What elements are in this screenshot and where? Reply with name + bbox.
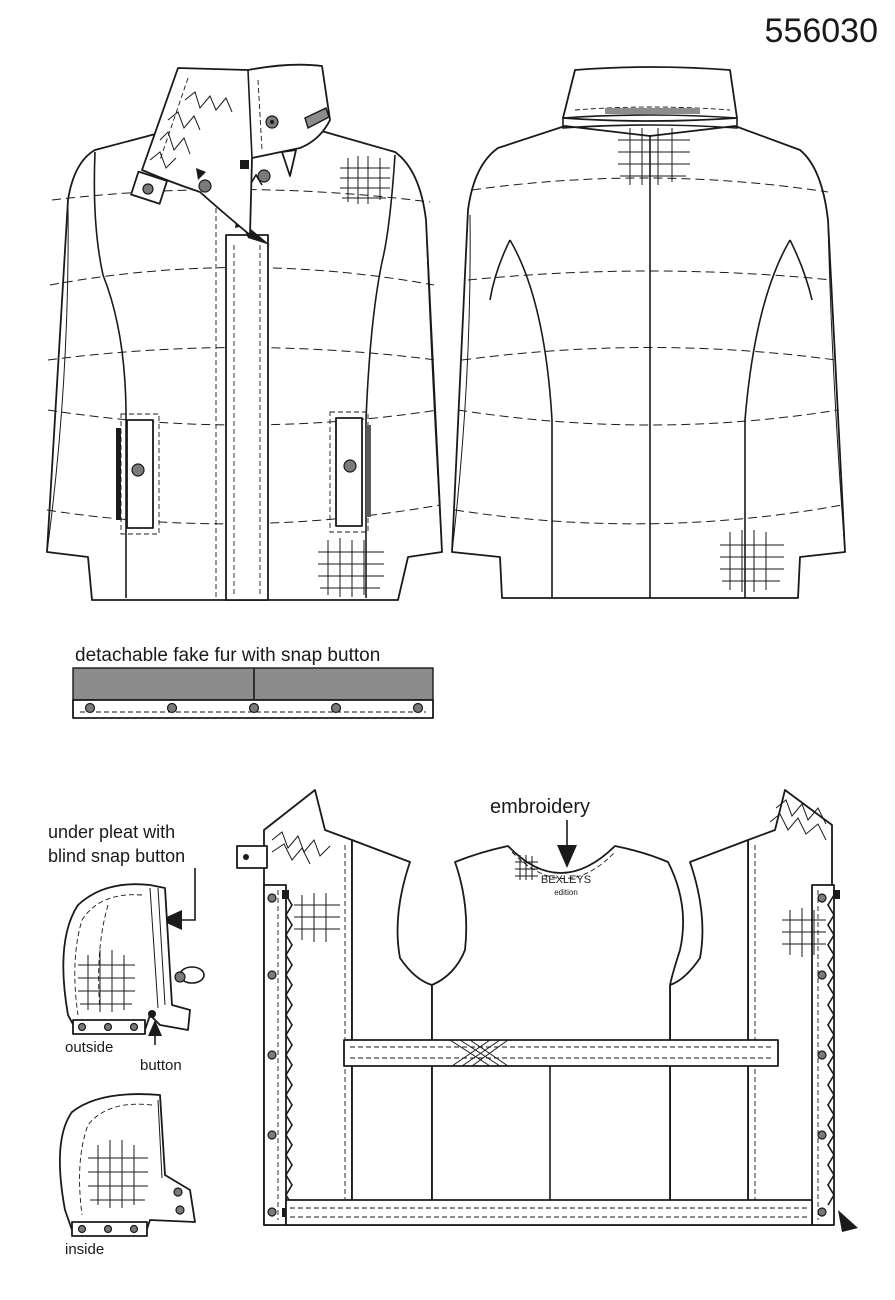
jacket-front-view [46,63,443,601]
pleat-label-line1: under pleat with [48,822,175,842]
embroidery-label: embroidery [490,796,590,818]
jacket-back-view [451,66,846,599]
hood-outside-label: outside [65,1039,113,1056]
hood-button-label: button [140,1057,182,1074]
badge-brand: BEXLEYS [541,874,591,886]
fur-label: detachable fake fur with snap button [75,645,380,666]
pleat-label-line2: blind snap button [48,846,185,866]
jacket-inside-view: BEXLEYS edition [236,789,858,1232]
hood-inside-diagram [59,1093,196,1237]
style-number: 556030 [765,12,878,50]
badge-sub: edition [554,888,578,897]
hood-inside-label: inside [65,1241,104,1258]
fake-fur-strip [72,667,434,719]
hood-outside-diagram [62,883,205,1035]
